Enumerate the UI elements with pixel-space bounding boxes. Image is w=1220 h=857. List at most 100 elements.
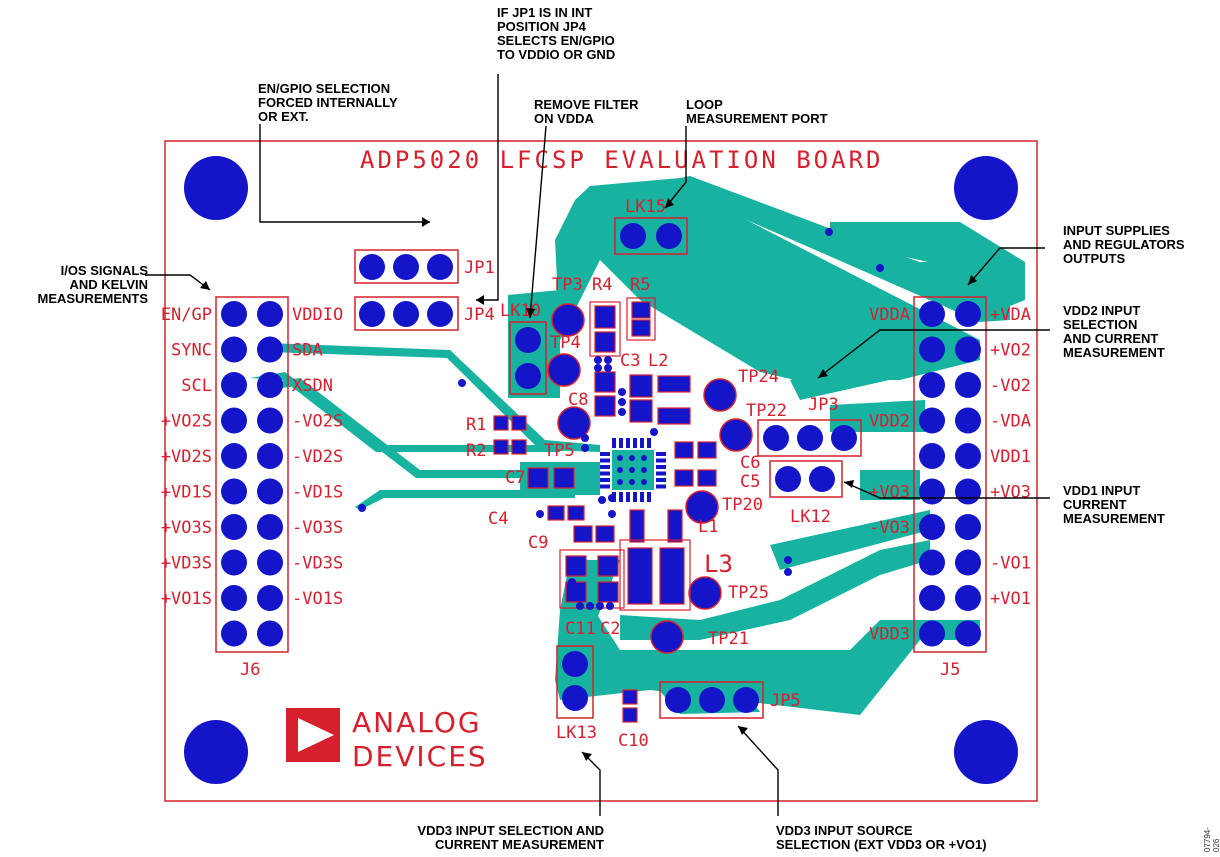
pin-label: VDD1 <box>990 447 1031 467</box>
ic-pad <box>633 492 637 502</box>
via <box>581 444 589 452</box>
via <box>618 388 626 396</box>
via <box>586 602 594 610</box>
header-pin <box>955 514 981 540</box>
pin-label: VDDA <box>869 305 910 325</box>
c2-label: C2 <box>600 619 620 639</box>
r5-label: R5 <box>630 275 650 295</box>
via <box>581 434 589 442</box>
callout-jp1-int: IF JP1 IS IN INT POSITION JP4 SELECTS EN… <box>497 5 616 62</box>
c6-label: C6 <box>740 453 760 473</box>
callout-vdd3-selection: VDD3 INPUT SELECTION AND CURRENT MEASURE… <box>417 823 604 852</box>
jp5-jumper <box>659 681 764 719</box>
ic-pad <box>640 492 644 502</box>
pin-label: VDD2 <box>869 412 910 432</box>
callout-vdd3-source: VDD3 INPUT SOURCE SELECTION (EXT VDD3 OR… <box>776 823 987 852</box>
header-pin <box>955 443 981 469</box>
pin-label: +VO2 <box>990 341 1031 361</box>
ic-pad <box>640 438 644 448</box>
header-pin <box>919 336 945 363</box>
ic-pad <box>626 438 630 448</box>
pin-label: +VD3S <box>161 554 212 574</box>
header-pin <box>955 585 981 611</box>
via <box>458 379 466 387</box>
header-pin <box>257 407 283 434</box>
header-pin <box>221 372 247 398</box>
pin-label: -VO1S <box>292 589 343 609</box>
board-title: ADP5020 LFCSP EVALUATION BOARD <box>360 146 883 174</box>
via <box>606 602 614 610</box>
header-pin <box>919 585 945 611</box>
header-pin <box>221 478 247 505</box>
lk13-link <box>556 645 594 719</box>
j6-labels: EN/GPSYNCSCL+VO2S+VD2S+VD1S+VO3S+VD3S+VO… <box>161 305 343 609</box>
ic-pad <box>600 452 610 456</box>
pin-label: +VO3 <box>869 483 910 503</box>
via <box>358 504 366 512</box>
ic-pad <box>619 492 623 502</box>
header-pin <box>221 585 247 611</box>
pin-label: -VD1S <box>292 483 343 503</box>
pin-label: -VO2S <box>292 412 343 432</box>
via <box>608 494 616 502</box>
pin-label: VDD3 <box>869 625 910 645</box>
pin-label: EN/GP <box>161 305 212 325</box>
ic-pad <box>656 471 666 476</box>
lk10-label: LK10 <box>500 301 541 321</box>
l1-label: L1 <box>698 517 718 537</box>
ic-pad <box>600 458 610 463</box>
via <box>568 578 576 586</box>
header-pin <box>955 336 981 363</box>
ic-pad <box>600 465 610 469</box>
ic-pad <box>626 492 630 502</box>
header-pin <box>221 301 247 327</box>
smd-components <box>493 301 717 723</box>
pin-label: -VO3S <box>292 518 343 538</box>
pin-label: SDA <box>292 341 323 361</box>
pin-label: +VO3 <box>990 483 1031 503</box>
c10-label: C10 <box>618 731 649 751</box>
header-pin <box>955 407 981 434</box>
via <box>825 228 833 236</box>
tp25-label: TP25 <box>728 583 769 603</box>
pin-label: -VO1 <box>990 554 1031 574</box>
leader-arrowheads <box>200 198 977 761</box>
pin-label: +VD2S <box>161 447 212 467</box>
pin-label: -VO2 <box>990 376 1031 396</box>
header-pin <box>257 301 283 327</box>
tp22-label: TP22 <box>746 401 787 421</box>
ic-thermal-via <box>629 467 635 473</box>
via <box>598 496 606 504</box>
c5-label: C5 <box>740 472 760 492</box>
tp21-label: TP21 <box>708 629 749 649</box>
via <box>876 264 884 272</box>
j6-label: J6 <box>240 660 260 680</box>
ic-thermal-via <box>641 479 647 485</box>
pin-label: SYNC <box>171 341 212 361</box>
pin-label: +VDA <box>990 305 1031 325</box>
header-pin <box>919 407 945 434</box>
header-pin <box>919 372 945 398</box>
c9-label: C9 <box>528 533 548 553</box>
pin-label: SCL <box>181 376 212 396</box>
via <box>650 428 658 436</box>
analog-devices-logo: ANALOG DEVICES <box>286 706 486 773</box>
ic-pad <box>656 465 666 469</box>
jp5-label: JP5 <box>770 691 801 711</box>
l3-label: L3 <box>704 550 733 578</box>
callout-vdd2: VDD2 INPUT SELECTION AND CURRENT MEASURE… <box>1063 303 1165 360</box>
ic-pad <box>600 471 610 476</box>
lk15-label: LK15 <box>625 197 666 217</box>
adp5020-ic <box>600 438 666 502</box>
header-pin <box>221 549 247 576</box>
callout-input-supplies: INPUT SUPPLIES AND REGULATORS OUTPUTS <box>1063 223 1185 266</box>
callout-loop: LOOP MEASUREMENT PORT <box>686 97 828 126</box>
via <box>536 510 544 518</box>
jp1-label: JP1 <box>464 258 495 278</box>
logo-line-1: ANALOG <box>352 706 482 739</box>
header-pin <box>919 301 945 327</box>
header-pin <box>919 620 945 647</box>
header-pin <box>955 301 981 327</box>
pin-label: -VO3 <box>869 518 910 538</box>
